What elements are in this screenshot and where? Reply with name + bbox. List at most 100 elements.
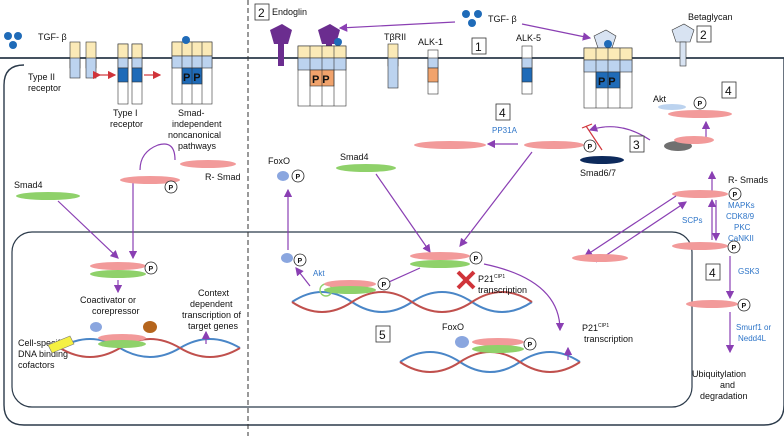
p21-upper-transcription: transcription — [478, 285, 527, 295]
phospho-mark — [469, 251, 483, 265]
alk1-receptor — [427, 49, 439, 95]
type-i-label-2: receptor — [110, 119, 143, 129]
phospho-mark — [693, 96, 707, 110]
phospho-label: P — [474, 256, 479, 263]
context-label-4: target genes — [188, 321, 239, 331]
smad-independent-label-1: Smad- — [178, 108, 205, 118]
cofactor-label-2: DNA binding — [18, 349, 68, 359]
receptor-complex-left — [171, 36, 213, 105]
kinases-label-4: CaNKII — [728, 234, 754, 243]
phospho-mark — [293, 253, 307, 267]
phospho-mark — [583, 139, 597, 153]
inhibition-line — [585, 125, 603, 151]
smad4-label-mid: Smad4 — [340, 152, 369, 162]
dna-left — [47, 321, 241, 358]
r-smad-center — [524, 141, 584, 149]
number-box-2b — [696, 25, 712, 43]
phospho-mark — [164, 180, 178, 194]
akt-label-mid: Akt — [313, 269, 325, 278]
smad67 — [580, 156, 624, 164]
foxo-nuclear — [281, 253, 293, 263]
tgfb-ligand-top — [462, 10, 482, 27]
p21-upper-label: P21 — [478, 274, 494, 284]
number-4b: 4 — [709, 266, 716, 280]
number-4c: 4 — [725, 84, 732, 98]
ubiquitylation-label-3: degradation — [700, 391, 748, 401]
foxo-label-top: FoxO — [268, 156, 290, 166]
cofactor-label-3: cofactors — [18, 360, 55, 370]
ubiquitylation-label-2: and — [720, 380, 735, 390]
akt-to-foxo-arrow — [295, 267, 311, 287]
p21-lower-transcription: transcription — [584, 334, 633, 344]
number-box-5 — [375, 325, 391, 343]
r-smad-to-nucleus-arrow-mid — [459, 151, 533, 247]
r-smad-akt — [668, 110, 732, 118]
tgfb-label-top: TGF- β — [488, 14, 517, 24]
phospho-label: P — [382, 282, 387, 289]
phospho-label: P — [733, 192, 738, 199]
number-box-4b — [705, 263, 721, 281]
tgfb-label-left: TGF- β — [38, 32, 67, 42]
tgfb-ligand-left — [4, 32, 22, 49]
tbrii-label: TβRII — [384, 32, 406, 42]
number-box-2a — [254, 3, 270, 21]
smad-independent-label-2: independent — [172, 119, 222, 129]
r-smad-smad67 — [674, 136, 714, 144]
r-smads-import-arrow — [583, 195, 677, 257]
gsk3-label: GSK3 — [738, 267, 760, 276]
kinases-label-2: CDK8/9 — [726, 212, 755, 221]
type-ii-label-1: Type II — [28, 72, 55, 82]
inhibition-bar — [581, 123, 593, 129]
number-1: 1 — [475, 40, 482, 54]
scps-label: SCPs — [682, 216, 702, 225]
pp31a-label: PP31A — [492, 126, 518, 135]
kinases-label-1: MAPKs — [728, 201, 755, 210]
r-smad-left — [120, 160, 236, 184]
context-label-1: Context — [198, 288, 230, 298]
phospho-mark — [523, 337, 537, 351]
cofactor-label-1: Cell-specific — [18, 338, 67, 348]
r-smads-export-arrow — [595, 201, 687, 263]
r-smad-nuclear-right — [572, 254, 628, 262]
dna-mid-upper — [291, 280, 533, 313]
phospho-mark — [377, 277, 391, 291]
number-2b: 2 — [700, 28, 707, 42]
phospho-label: P — [528, 342, 533, 349]
dna-mid-lower — [399, 336, 581, 373]
cell-membrane — [0, 57, 784, 426]
phospho-label: P — [298, 258, 303, 265]
kinases-label-3: PKC — [734, 223, 751, 232]
smad4-label-left: Smad4 — [14, 180, 43, 190]
p21-upper-sup: CIP1 — [494, 274, 505, 280]
type-i-label-1: Type I — [113, 108, 138, 118]
smad4-to-nucleus-arrow — [57, 200, 119, 259]
complex-to-p21-arrow — [483, 263, 565, 332]
alk5-label: ALK-5 — [516, 33, 541, 43]
tgfb-to-betaglycan-arrow — [521, 23, 592, 41]
p21-lower-label: P21 — [582, 323, 598, 333]
smad4-mid-arrow — [375, 173, 431, 253]
smad4-mid — [336, 164, 396, 172]
r-smad-gsk3 — [686, 300, 738, 308]
phospho-mark — [144, 261, 158, 275]
type-i-receptor — [117, 43, 143, 105]
type-ii-label-2: receptor — [28, 83, 61, 93]
r-smad-pp31a — [414, 141, 486, 149]
number-4a: 4 — [499, 106, 506, 120]
alk5-receptor — [521, 45, 533, 95]
smurf-label-1: Smurf1 or — [736, 323, 771, 332]
foxo-label-bottom: FoxO — [442, 322, 464, 332]
smad4-left — [16, 192, 80, 200]
phospho-label: P — [588, 144, 593, 151]
number-box-4a — [495, 103, 511, 121]
smad-independent-label-3: noncanonical — [168, 130, 221, 140]
phospho-label: P — [169, 185, 174, 192]
coactivator-label-1: Coactivator or — [80, 295, 136, 305]
pp-mark-endoglin: P P — [312, 74, 330, 86]
phospho-label: P — [698, 101, 703, 108]
number-5: 5 — [379, 328, 386, 342]
tbrii-receptor — [387, 43, 399, 89]
betaglycan-complex — [583, 29, 633, 109]
